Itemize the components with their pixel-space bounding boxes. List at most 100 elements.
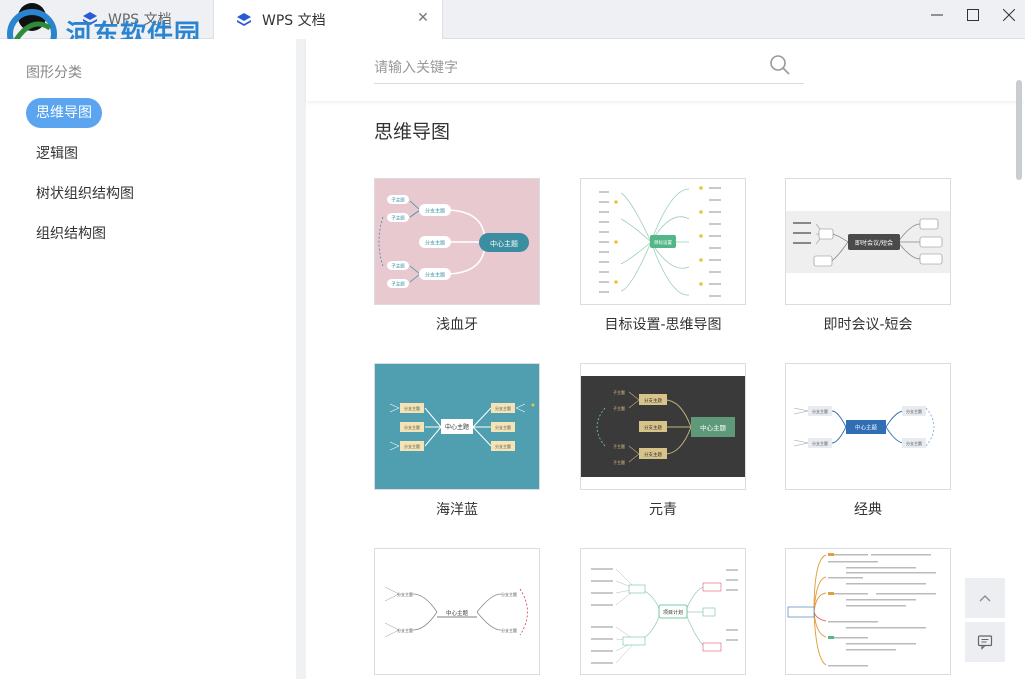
template-card-classic[interactable]: 中心主题 分支主题 分支主题 分支主题 分支主题 经典 <box>785 363 951 519</box>
sidebar-item-org-chart[interactable]: 组织结构图 <box>36 226 106 242</box>
branch-topic-text: 分支主题 <box>397 627 413 633</box>
tab-label: WPS 文档 <box>262 12 326 29</box>
center-topic-text: 中心主题 <box>490 239 518 248</box>
branch-topic-text: 分支主题 <box>495 405 511 411</box>
chat-icon <box>977 635 993 650</box>
thumb-accent <box>400 422 424 432</box>
branch-topic-text: 分支主题 <box>644 397 662 404</box>
template-card-goal-setting[interactable]: 目标设置 目标设置-思维导图 <box>580 178 746 334</box>
template-thumbnail: 中心主题 分支主题 分支主题 分支主题 分支主题 分支主题 分支主题 <box>374 363 540 490</box>
mindmap-preview: 中心主题 分支主题 分支主题 分支主题 子主题 子主题 子主题 子主题 <box>581 364 745 489</box>
sub-topic-text: 子主题 <box>613 405 625 411</box>
search-input[interactable] <box>374 53 804 84</box>
template-label: 海洋蓝 <box>436 502 478 518</box>
template-thumbnail: 中心主题 分支主题 分支主题 分支主题 分支主题 <box>785 363 951 490</box>
template-label: 目标设置-思维导图 <box>604 317 722 333</box>
thumb-accent <box>813 554 827 666</box>
title-bar: WPS 文档 WPS 文档 ✕ <box>0 0 1025 39</box>
tab-wps-doc-2[interactable]: WPS 文档 ✕ <box>213 0 443 39</box>
branch-topic-text: 分支主题 <box>404 405 420 411</box>
sub-topic-text: 子主题 <box>391 281 405 288</box>
wps-logo-icon <box>83 12 97 25</box>
branch-topic-text: 分支主题 <box>495 424 511 430</box>
branch-topic-text: 分支主题 <box>644 451 662 458</box>
close-window-button[interactable] <box>989 0 1025 30</box>
user-avatar[interactable] <box>18 3 46 31</box>
branch-topic-text: 分支主题 <box>906 408 922 414</box>
close-icon <box>1003 9 1015 21</box>
branch-topic-text: 分支主题 <box>812 440 828 446</box>
center-topic-text: 中心主题 <box>700 423 727 432</box>
close-tab-icon[interactable]: ✕ <box>417 10 429 26</box>
mindmap-preview <box>786 549 950 674</box>
template-card-rainbow[interactable] <box>785 548 951 684</box>
template-card-yuanqing[interactable]: 中心主题 分支主题 分支主题 分支主题 子主题 子主题 子主题 子主题 元青 <box>580 363 746 519</box>
sidebar <box>0 39 296 679</box>
template-thumbnail: 项目计划 <box>580 548 746 675</box>
branch-topic-text: 分支主题 <box>501 591 517 597</box>
branch-topic-text: 分支主题 <box>425 208 445 215</box>
branch-topic-text: 分支主题 <box>906 440 922 446</box>
mindmap-preview: 中心主题 分支主题 分支主题 分支主题 分支主题 分支主题 分支主题 <box>375 364 539 489</box>
sub-topic-text: 子主题 <box>613 389 625 395</box>
wps-logo-icon <box>237 12 251 26</box>
template-card-plain[interactable]: 中心主题 分支主题 分支主题 分支主题 分支主题 <box>374 548 540 684</box>
feedback-button[interactable] <box>965 622 1005 662</box>
mindmap-preview: 项目计划 <box>581 549 745 674</box>
search-icon[interactable] <box>768 53 792 77</box>
center-topic-text: 中心主题 <box>446 609 469 617</box>
thumb-accent <box>400 441 424 451</box>
minimize-button[interactable] <box>917 0 957 30</box>
search-bar <box>306 39 1025 101</box>
thumb-accent <box>491 403 515 413</box>
template-label: 经典 <box>854 502 882 518</box>
chevron-up-icon <box>979 595 991 602</box>
template-thumbnail: 中心主题 分支主题 分支主题 分支主题 子主题 子主题 子主题 子主题 <box>580 363 746 490</box>
template-card-project-plan[interactable]: 项目计划 <box>580 548 746 684</box>
branch-topic-text: 分支主题 <box>397 591 413 597</box>
center-topic-text: 中心主题 <box>855 424 878 432</box>
sidebar-item-tree-org-chart[interactable]: 树状组织结构图 <box>36 186 134 202</box>
branch-topic-text: 分支主题 <box>644 424 662 431</box>
thumb-accent <box>400 403 424 413</box>
mindmap-preview: 中心主题 分支主题 分支主题 分支主题 子主题 子主题 子主题 子主题 <box>375 179 539 304</box>
sub-topic-text: 子主题 <box>391 263 405 270</box>
thumb-accent <box>691 417 735 437</box>
tab-wps-doc-1[interactable]: WPS 文档 <box>60 0 210 38</box>
minimize-icon <box>931 14 943 16</box>
thumb-accent <box>491 422 515 432</box>
template-thumbnail: 目标设置 <box>580 178 746 305</box>
center-topic-text: 即时会议/短会 <box>855 239 893 247</box>
thumb-bg <box>375 549 539 674</box>
sidebar-heading: 图形分类 <box>26 65 82 81</box>
template-label: 浅血牙 <box>436 317 478 333</box>
thumb-accent <box>848 234 900 250</box>
branch-topic-text: 分支主题 <box>495 443 511 449</box>
center-topic-text: 目标设置 <box>654 239 672 246</box>
template-card-ocean-blue[interactable]: 中心主题 分支主题 分支主题 分支主题 分支主题 分支主题 分支主题 海洋蓝 <box>374 363 540 519</box>
thumb-accent <box>479 233 529 252</box>
thumb-accent <box>491 441 515 451</box>
branch-topic-text: 分支主题 <box>425 240 445 247</box>
back-to-top-button[interactable] <box>965 578 1005 618</box>
branch-topic-text: 分支主题 <box>404 443 420 449</box>
thumb-accent <box>846 420 886 434</box>
sidebar-item-logic-chart[interactable]: 逻辑图 <box>36 146 78 162</box>
branch-topic-text: 分支主题 <box>425 272 445 279</box>
template-card-light-pink[interactable]: 中心主题 分支主题 分支主题 分支主题 子主题 子主题 子主题 子主题 浅血牙 <box>374 178 540 334</box>
maximize-button[interactable] <box>953 0 993 30</box>
mindmap-preview: 中心主题 分支主题 分支主题 分支主题 分支主题 <box>786 364 950 489</box>
sub-topic-text: 子主题 <box>613 459 625 465</box>
branch-topic-text: 分支主题 <box>812 408 828 414</box>
template-thumbnail: 中心主题 分支主题 分支主题 分支主题 分支主题 <box>374 548 540 675</box>
section-title: 思维导图 <box>374 121 451 143</box>
branch-topic-text: 分支主题 <box>501 627 517 633</box>
maximize-icon <box>967 9 979 21</box>
sidebar-item-mindmap[interactable]: 思维导图 <box>26 98 102 128</box>
sub-topic-text: 子主题 <box>613 443 625 449</box>
scrollbar-thumb[interactable] <box>1016 80 1022 180</box>
template-card-instant-meeting[interactable]: 即时会议/短会 即时会议-短会 <box>785 178 951 334</box>
thumb-accent <box>658 604 688 619</box>
sub-topic-text: 子主题 <box>391 197 405 204</box>
mindmap-preview: 即时会议/短会 <box>786 179 950 304</box>
